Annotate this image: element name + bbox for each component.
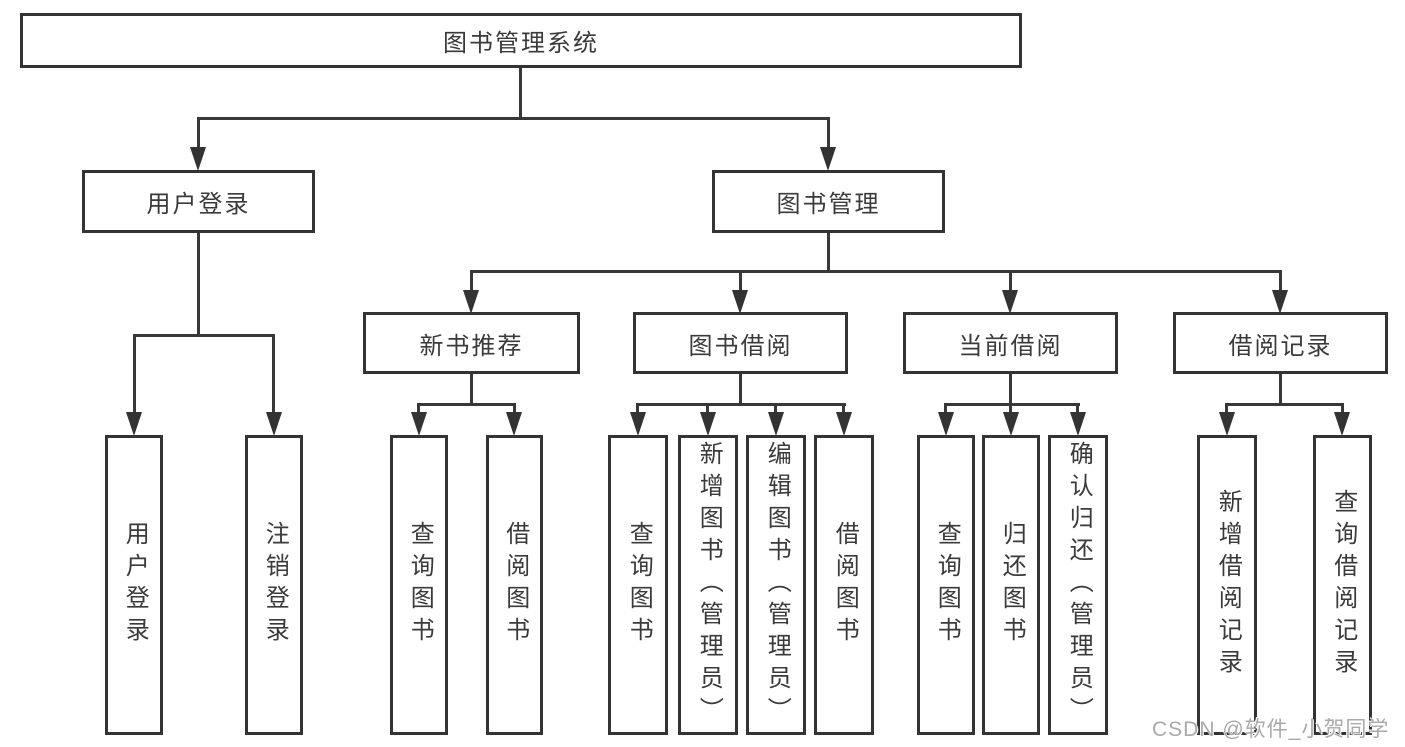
connector-records-stem-2 bbox=[1341, 403, 1344, 414]
leaf-logout: 注销登录 bbox=[245, 435, 303, 735]
leaf-confirm-return-admin: 确认归还（管理员） bbox=[1048, 435, 1108, 735]
connector-newbooks-stem-2 bbox=[513, 403, 516, 414]
node-root: 图书管理系统 bbox=[20, 13, 1022, 68]
leaf-query-borrow-record: 查询借阅记录 bbox=[1313, 435, 1372, 735]
connector-records-hline bbox=[1225, 403, 1344, 406]
leaf-add-book-admin-label: 新增图书（管理员） bbox=[695, 441, 723, 729]
leaf-add-borrow-record-label: 新增借阅记录 bbox=[1214, 489, 1242, 681]
node-book-borrow-label: 图书借阅 bbox=[688, 332, 793, 360]
arrow-down-icon bbox=[1334, 412, 1350, 436]
arrow-down-icon bbox=[1070, 412, 1086, 436]
connector-borrow-vline bbox=[739, 372, 742, 406]
connector-root-hline bbox=[197, 117, 830, 120]
arrow-down-icon bbox=[1272, 290, 1288, 314]
connector-borrow-stem-2 bbox=[706, 403, 709, 414]
arrow-down-icon bbox=[126, 412, 142, 436]
leaf-logout-label: 注销登录 bbox=[261, 521, 289, 649]
connector-borrow-stem-4 bbox=[842, 403, 845, 414]
connector-borrow-hline bbox=[636, 403, 846, 406]
leaf-borrow-books-1-label: 借阅图书 bbox=[501, 521, 529, 649]
connector-root-stem-right bbox=[827, 117, 830, 150]
arrow-down-icon bbox=[266, 412, 282, 436]
connector-root-vline bbox=[519, 66, 522, 120]
connector-bookmgmt-stem-3 bbox=[1009, 270, 1012, 293]
connector-borrow-stem-3 bbox=[774, 403, 777, 414]
connector-bookmgmt-stem-1 bbox=[470, 270, 473, 293]
leaf-borrow-books-2-label: 借阅图书 bbox=[831, 521, 859, 649]
leaf-return-books-label: 归还图书 bbox=[998, 521, 1026, 649]
connector-records-vline bbox=[1279, 372, 1282, 406]
connector-current-stem-3 bbox=[1076, 403, 1079, 414]
node-new-book-recommend: 新书推荐 bbox=[363, 312, 580, 374]
node-user-login: 用户登录 bbox=[82, 170, 315, 233]
leaf-query-books-1-label: 查询图书 bbox=[406, 521, 434, 649]
node-book-management: 图书管理 bbox=[712, 170, 945, 233]
node-user-login-label: 用户登录 bbox=[146, 191, 251, 218]
csdn-watermark: CSDN @软件_小贺同学 bbox=[1152, 718, 1390, 741]
arrow-down-icon bbox=[463, 290, 479, 314]
node-book-management-label: 图书管理 bbox=[776, 191, 881, 218]
node-current-borrow: 当前借阅 bbox=[903, 312, 1118, 374]
connector-current-stem-1 bbox=[944, 403, 947, 414]
leaf-user-login: 用户登录 bbox=[105, 435, 163, 735]
arrow-down-icon bbox=[732, 290, 748, 314]
arrow-down-icon bbox=[190, 147, 206, 171]
connector-bookmgmt-stem-4 bbox=[1279, 270, 1282, 293]
connector-records-stem-1 bbox=[1225, 403, 1228, 414]
arrow-down-icon bbox=[506, 412, 522, 436]
arrow-down-icon bbox=[700, 412, 716, 436]
leaf-borrow-books-2: 借阅图书 bbox=[814, 435, 874, 735]
connector-current-hline bbox=[944, 403, 1080, 406]
node-book-borrow: 图书借阅 bbox=[633, 312, 848, 374]
connector-newbooks-vline bbox=[470, 372, 473, 406]
arrow-down-icon bbox=[938, 412, 954, 436]
connector-borrow-stem-1 bbox=[636, 403, 639, 414]
leaf-query-books-1: 查询图书 bbox=[390, 435, 448, 735]
connector-bookmgmt-hline bbox=[470, 270, 1282, 273]
connector-newbooks-hline bbox=[417, 403, 516, 406]
node-current-borrow-label: 当前借阅 bbox=[958, 332, 1063, 360]
leaf-add-book-admin: 新增图书（管理员） bbox=[678, 435, 738, 735]
connector-bookmgmt-vline bbox=[827, 231, 830, 273]
arrow-down-icon bbox=[1003, 412, 1019, 436]
leaf-borrow-books-1: 借阅图书 bbox=[486, 435, 543, 735]
leaf-confirm-return-admin-label: 确认归还（管理员） bbox=[1065, 441, 1093, 729]
leaf-edit-book-admin-label: 编辑图书（管理员） bbox=[763, 441, 791, 729]
leaf-query-borrow-record-label: 查询借阅记录 bbox=[1329, 489, 1357, 681]
leaf-query-books-2: 查询图书 bbox=[608, 435, 668, 735]
connector-root-stem-left bbox=[197, 117, 200, 150]
leaf-edit-book-admin: 编辑图书（管理员） bbox=[746, 435, 806, 735]
connector-current-stem-2 bbox=[1009, 403, 1012, 414]
connector-newbooks-stem-1 bbox=[417, 403, 420, 414]
arrow-down-icon bbox=[1002, 290, 1018, 314]
connector-bookmgmt-stem-2 bbox=[739, 270, 742, 293]
connector-current-vline bbox=[1009, 372, 1012, 406]
connector-userlogin-vline bbox=[197, 231, 200, 337]
node-new-book-recommend-label: 新书推荐 bbox=[419, 332, 524, 360]
connector-userlogin-stem-1 bbox=[133, 334, 136, 414]
connector-userlogin-stem-2 bbox=[272, 334, 275, 414]
leaf-query-books-2-label: 查询图书 bbox=[625, 521, 653, 649]
leaf-add-borrow-record: 新增借阅记录 bbox=[1197, 435, 1257, 735]
arrow-down-icon bbox=[836, 412, 852, 436]
arrow-down-icon bbox=[411, 412, 427, 436]
arrow-down-icon bbox=[820, 147, 836, 171]
arrow-down-icon bbox=[1219, 412, 1235, 436]
leaf-return-books: 归还图书 bbox=[982, 435, 1040, 735]
leaf-query-books-3-label: 查询图书 bbox=[933, 521, 961, 649]
arrow-down-icon bbox=[768, 412, 784, 436]
leaf-query-books-3: 查询图书 bbox=[917, 435, 975, 735]
connector-userlogin-hline bbox=[133, 334, 275, 337]
leaf-user-login-label: 用户登录 bbox=[121, 521, 149, 649]
node-root-label: 图书管理系统 bbox=[443, 30, 599, 57]
arrow-down-icon bbox=[630, 412, 646, 436]
node-borrow-records: 借阅记录 bbox=[1173, 312, 1388, 374]
node-borrow-records-label: 借阅记录 bbox=[1228, 332, 1333, 360]
